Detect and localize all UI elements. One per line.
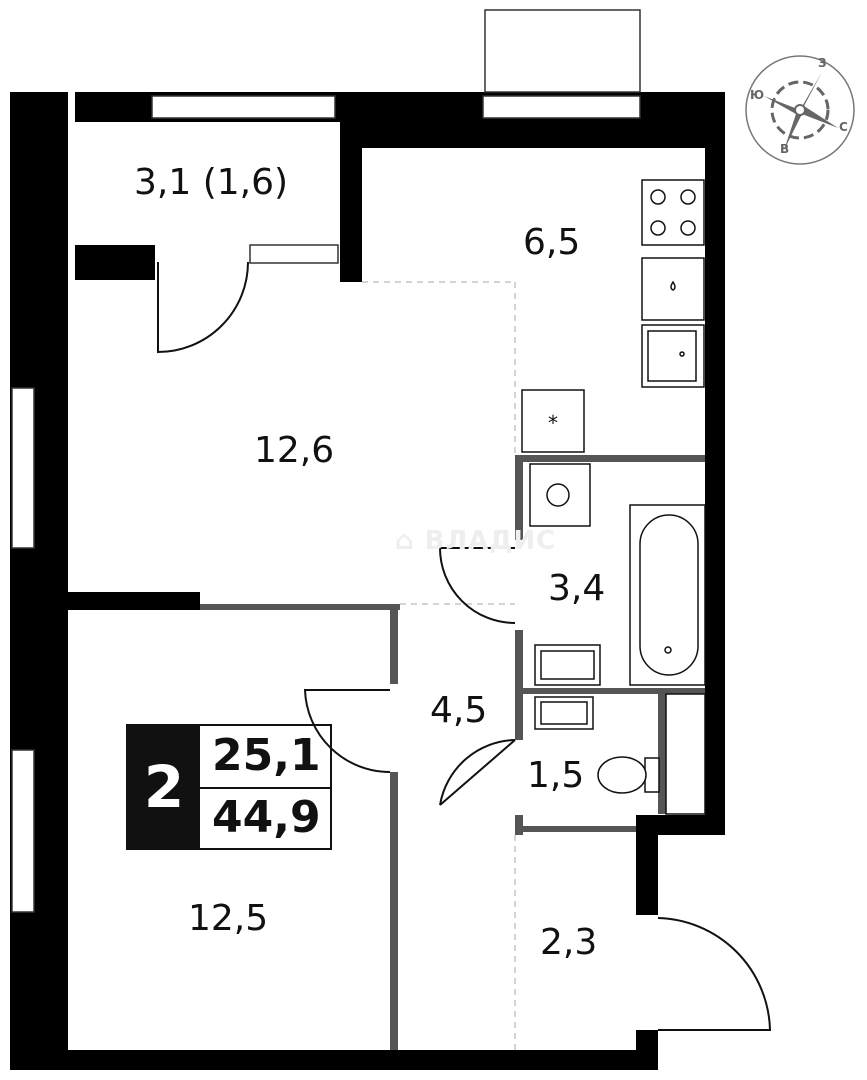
room-area-bathroom: 3,4 <box>548 568 606 609</box>
windows <box>11 9 641 913</box>
room-area-toilet: 1,5 <box>527 755 585 796</box>
compass-east: В <box>780 142 790 156</box>
room-area-living-room: 12,6 <box>254 430 335 471</box>
outer-walls <box>10 92 725 1070</box>
bathtub-icon <box>629 504 706 686</box>
bath-sink-icon <box>534 644 601 686</box>
toilet-sink-icon <box>534 696 594 730</box>
living-area: 25,1 <box>212 730 321 781</box>
partitions <box>200 455 705 1050</box>
room-area-kitchen: 6,5 <box>523 222 581 263</box>
apartment-summary-badge: 2 25,1 44,9 <box>126 724 332 850</box>
counter-icon <box>641 257 705 321</box>
toilet-icon <box>597 756 660 794</box>
total-area: 44,9 <box>212 792 321 843</box>
compass-north: С <box>839 120 848 134</box>
doors <box>157 261 772 1031</box>
fixtures: * <box>521 179 706 815</box>
room-area-hallway: 4,5 <box>430 690 488 731</box>
kitchen-sink-icon <box>641 324 705 388</box>
summary-divider <box>200 787 330 789</box>
washer-icon <box>529 463 591 527</box>
zone-dividers <box>362 281 516 1050</box>
room-area-bedroom: 12,5 <box>188 898 269 939</box>
room-count: 2 <box>128 726 200 848</box>
compass-west: З <box>818 56 827 70</box>
compass-south: Ю <box>750 88 765 102</box>
svg-text:*: * <box>548 411 558 435</box>
watermark-logo: ⌂ ВЛАДИС <box>395 526 557 556</box>
room-area-balcony: 3,1 (1,6) <box>134 162 289 203</box>
room-area-entrance: 2,3 <box>540 922 598 963</box>
stove-icon <box>641 179 705 246</box>
compass-icon: З Ю С В <box>744 54 856 166</box>
fridge-icon: * <box>521 389 585 453</box>
